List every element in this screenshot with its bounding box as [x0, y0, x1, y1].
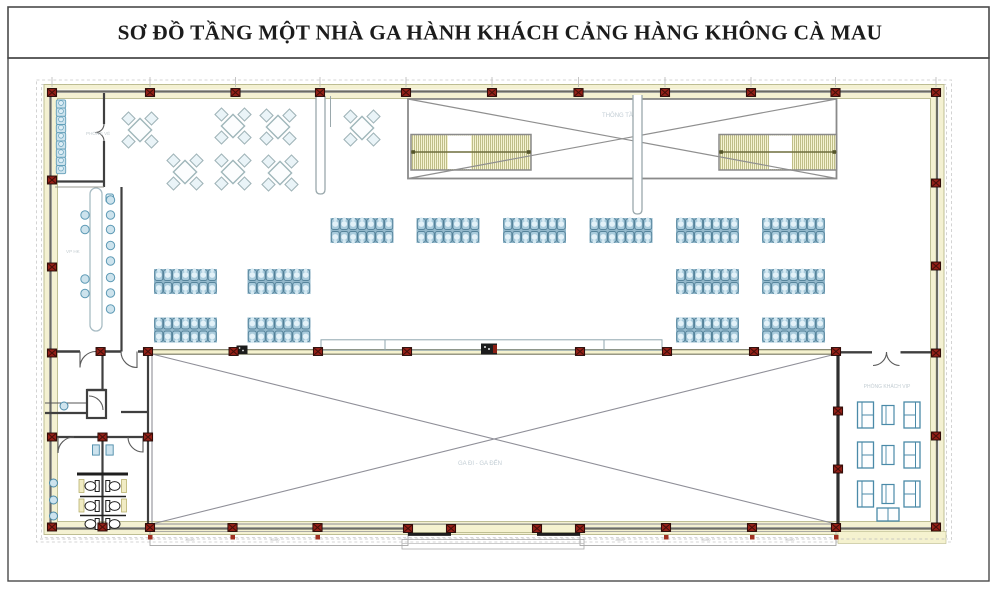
svg-text:VP HK: VP HK: [66, 249, 81, 254]
svg-text:8000: 8000: [186, 537, 196, 542]
svg-text:SƠ ĐỒ TẦNG MỘT NHÀ GA HÀNH KHÁ: SƠ ĐỒ TẦNG MỘT NHÀ GA HÀNH KHÁCH CẢNG HÀ…: [118, 21, 883, 45]
svg-text:8000: 8000: [702, 537, 712, 542]
svg-text:GA ĐI - GA ĐẾN: GA ĐI - GA ĐẾN: [458, 460, 502, 467]
svg-text:8000: 8000: [271, 537, 281, 542]
svg-text:PHÒNG VÉ: PHÒNG VÉ: [86, 130, 110, 136]
svg-text:PHÒNG KHÁCH VIP: PHÒNG KHÁCH VIP: [864, 383, 911, 390]
svg-text:THÔNG TẦNG: THÔNG TẦNG: [602, 112, 642, 119]
svg-text:8000: 8000: [786, 537, 796, 542]
svg-text:8000: 8000: [616, 537, 626, 542]
